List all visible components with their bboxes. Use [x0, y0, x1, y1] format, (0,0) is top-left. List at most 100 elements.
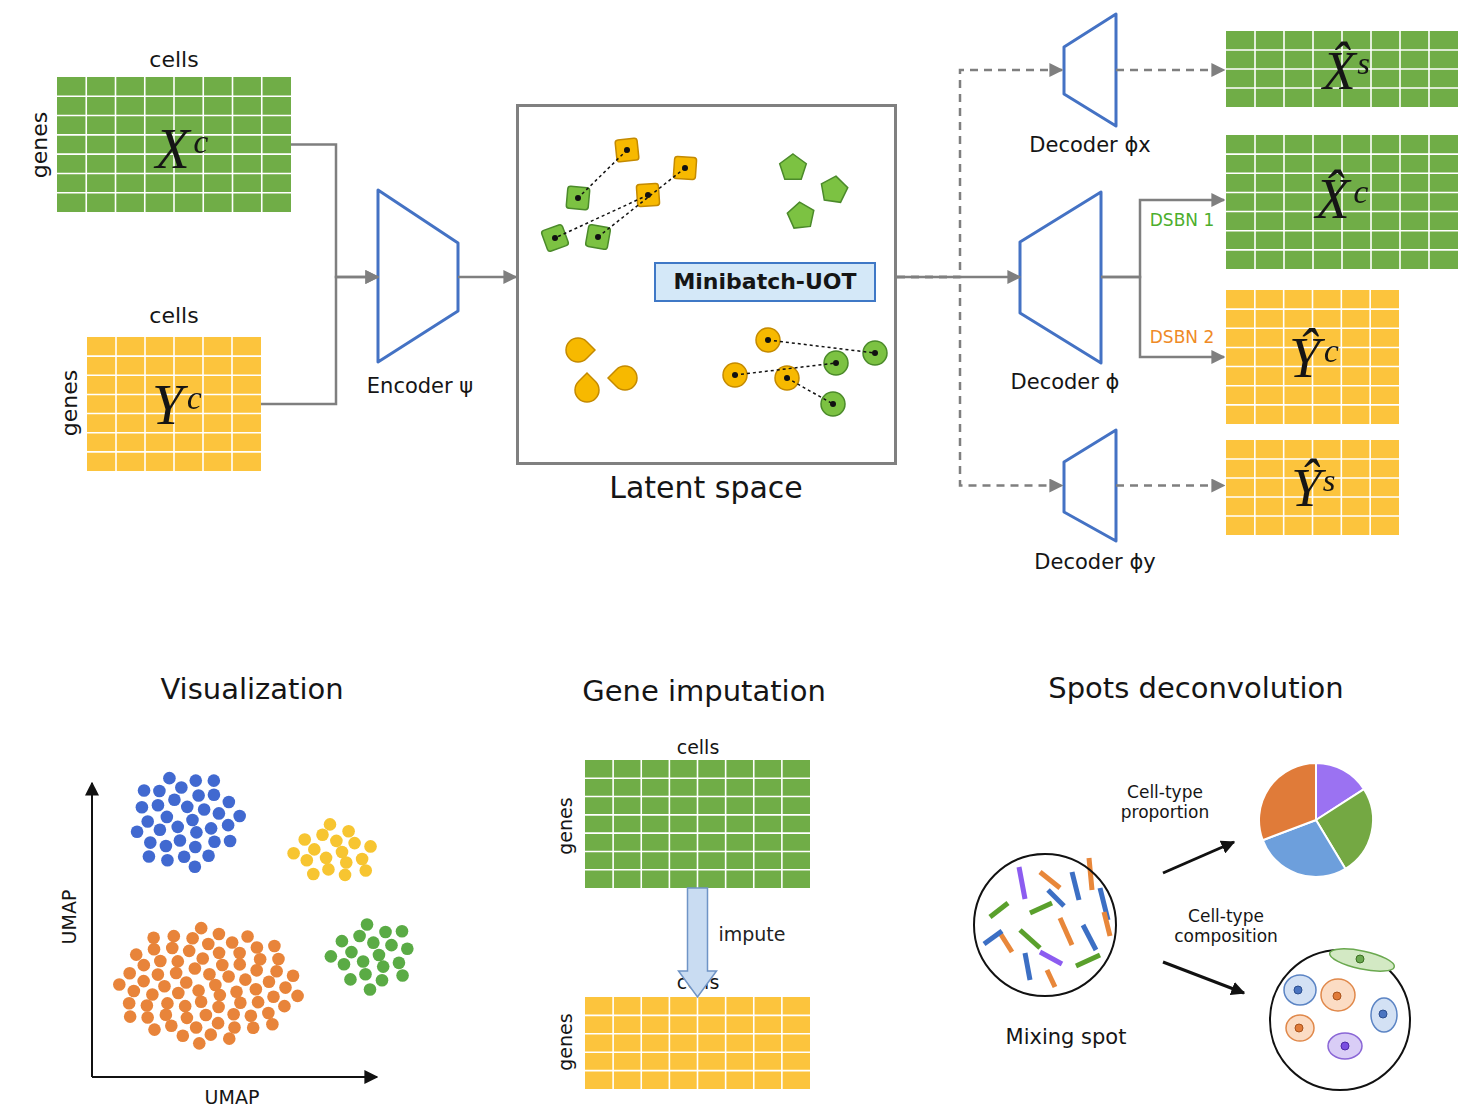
flow-arrow — [291, 145, 378, 278]
scatter-dot — [300, 854, 313, 867]
dashed-arrow — [1116, 69, 1224, 72]
trapezoid-outline — [378, 190, 458, 362]
grid-line — [585, 796, 810, 798]
grid-line — [753, 997, 755, 1089]
scatter-dot — [325, 950, 338, 963]
center-dot — [595, 234, 601, 240]
matrix-fill — [1226, 440, 1399, 535]
grid-line — [57, 95, 291, 97]
scatter-dot — [227, 1008, 240, 1021]
scatter-dot — [233, 958, 246, 971]
result-arrow — [1163, 842, 1234, 873]
scatter-dot — [141, 999, 154, 1012]
connectors — [261, 70, 1224, 997]
matrix-symbol: Yᶜ — [152, 373, 198, 437]
arrow-note: Cell-type composition — [1164, 907, 1289, 946]
flow-arrow — [261, 277, 378, 404]
scatter-dot — [223, 796, 236, 809]
match-line — [555, 195, 648, 238]
scatter-dot — [177, 1029, 190, 1042]
dashed-arrow — [1116, 484, 1224, 487]
scatter-dot — [213, 928, 226, 941]
scatter-dot — [181, 1012, 194, 1025]
circle-outline — [973, 853, 1117, 997]
match-line — [598, 168, 685, 237]
scatter-dot — [356, 853, 369, 866]
grid-line — [1226, 153, 1458, 155]
grid-line — [85, 77, 87, 212]
cell-shape — [1328, 1033, 1362, 1059]
scatter-dot — [160, 1008, 173, 1021]
scatter-dot — [364, 983, 377, 996]
scatter-dot — [161, 811, 174, 824]
grid-line — [1226, 404, 1399, 406]
scatter-dot — [345, 946, 358, 959]
scatter-dot — [165, 1020, 178, 1033]
transcript-stick — [1104, 912, 1110, 936]
transcript-stick — [1047, 970, 1055, 987]
scatter-dot — [353, 930, 366, 943]
grid-line — [1428, 135, 1430, 269]
grid-line — [1254, 290, 1256, 424]
grid-line — [1312, 135, 1314, 269]
scatter-dot — [170, 967, 183, 980]
grid-line — [1226, 308, 1399, 310]
trapezoid-outline — [1064, 14, 1116, 126]
scatter-dot — [308, 843, 321, 856]
grid-line — [87, 355, 261, 357]
scatter-dot — [359, 864, 372, 877]
node-label: Minibatch-UOT — [673, 269, 856, 294]
scatter-dot — [196, 952, 209, 965]
latent-pentagon — [780, 154, 807, 179]
node-label: Latent space — [609, 471, 803, 506]
matrix-fill — [57, 77, 291, 212]
matrix-grid — [585, 997, 810, 1089]
decoder-trapezoid: Decoder ϕy — [1064, 430, 1116, 541]
scatter-dot — [396, 969, 409, 982]
scatter-dot — [338, 958, 351, 971]
node-label: cells — [677, 972, 720, 994]
scatter-dot — [136, 801, 149, 814]
grid-line — [231, 337, 233, 471]
cell-nucleus — [1333, 992, 1341, 1000]
scatter-dot — [195, 922, 208, 935]
scatter-dot — [198, 803, 211, 816]
center-dot — [830, 401, 836, 407]
center-dot — [645, 192, 651, 198]
pie-slice — [1259, 763, 1316, 840]
scatter-dot — [373, 949, 386, 962]
match-line — [578, 150, 627, 198]
flow-arrow — [1101, 277, 1224, 357]
cell-nucleus — [1379, 1010, 1387, 1018]
center-dot — [682, 165, 688, 171]
scatter-dot — [361, 918, 374, 931]
scatter-dot — [152, 968, 165, 981]
scatter-dot — [174, 834, 187, 847]
grid-line — [1399, 135, 1401, 269]
spot-circle: Mixing spot — [973, 853, 1117, 997]
latent-illustration — [541, 138, 887, 416]
scatter-dot — [233, 810, 246, 823]
latent-pentagon — [786, 201, 815, 229]
grid-line — [1341, 440, 1343, 535]
scatter-dot — [203, 968, 216, 981]
grid-line — [669, 760, 671, 888]
transcript-stick — [1025, 953, 1030, 980]
scatter-dot — [324, 818, 337, 831]
scatter-dot — [166, 942, 179, 955]
scatter-dot — [130, 948, 143, 961]
dashed-arrow — [897, 70, 1062, 277]
transcript-stick — [1089, 858, 1092, 890]
cell-shape — [1284, 975, 1316, 1005]
grid-line — [1370, 135, 1372, 269]
scatter-dot — [266, 1018, 279, 1031]
axis-label: UMAP — [59, 890, 81, 945]
grid-line — [697, 760, 699, 888]
matrix-fill — [585, 997, 810, 1089]
scatter-dot — [178, 850, 191, 863]
scatter-dot — [307, 868, 320, 881]
cell-nucleus — [1341, 1042, 1349, 1050]
scatter-dot — [320, 852, 333, 865]
scatter-dot — [147, 932, 160, 945]
